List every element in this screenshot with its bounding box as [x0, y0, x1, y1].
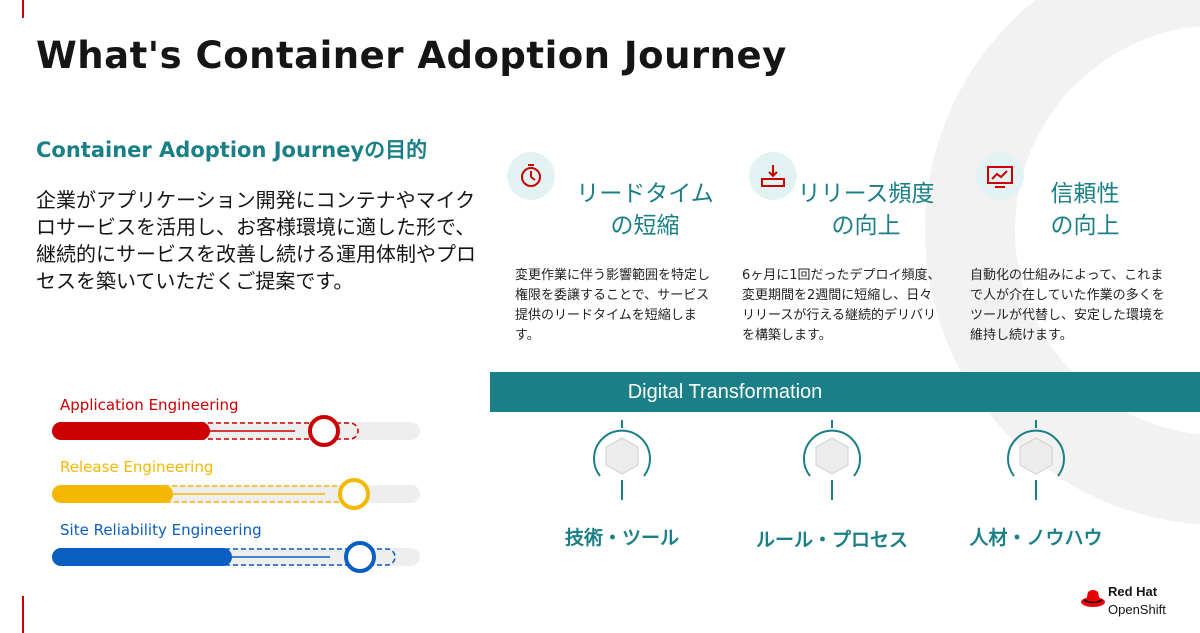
intro-paragraph: 企業がアプリケーション開発にコンテナやマイクロサービスを活用し、お客様環境に適し… — [36, 188, 476, 293]
progress-marker — [344, 541, 376, 573]
goal-reliability-description: 自動化の仕組みによって、これまで人が介在していた作業の多くをツールが代替し、安定… — [970, 268, 1166, 343]
redhat-hat-icon — [1081, 590, 1105, 607]
redhat-openshift-logo: Red Hat OpenShift — [1080, 583, 1180, 623]
pillar-people-icon — [1007, 420, 1065, 500]
edge-mark-bottom — [22, 596, 24, 633]
goal-title-line: リリース頻度 — [797, 181, 935, 207]
edge-mark-top — [22, 0, 24, 18]
progress-fill — [52, 422, 210, 440]
progress-marker — [308, 415, 340, 447]
goal-title-line: の短縮 — [610, 213, 680, 239]
goal-lead-time-description: 変更作業に伴う影響範囲を特定し権限を委譲することで、サービス提供のリードタイムを… — [515, 268, 711, 343]
goal-title-line: 信頼性 — [1050, 181, 1120, 207]
logo-product-text: OpenShift — [1108, 602, 1166, 617]
application-engineering-track — [52, 415, 420, 447]
goal-title-line: の向上 — [831, 213, 901, 239]
digital-transformation-label: Digital Transformation — [627, 381, 823, 403]
progress-dashed-outline — [184, 548, 396, 566]
goal-title-line: リードタイム — [576, 181, 714, 207]
slide-title: What's Container Adoption Journey — [36, 34, 787, 77]
pillar-technology-icon — [593, 420, 651, 500]
release-engineering-label: Release Engineering — [60, 458, 214, 476]
pillar-technology-label: 技術・ツール — [564, 527, 679, 549]
goal-title-line: の向上 — [1050, 213, 1120, 239]
goal-reliability-title: 信頼性 の向上 — [1040, 178, 1130, 242]
deploy-tray-icon — [749, 152, 797, 200]
pillar-process-icon — [803, 420, 861, 500]
slide-subtitle: Container Adoption Journeyの目的 — [36, 138, 428, 162]
application-engineering-label: Application Engineering — [60, 396, 239, 414]
goal-release-frequency-title: リリース頻度 の向上 — [796, 178, 936, 242]
stopwatch-icon — [507, 152, 555, 200]
progress-dashed-outline — [167, 422, 359, 440]
progress-marker — [338, 478, 370, 510]
logo-brand-text: Red Hat — [1108, 584, 1158, 599]
progress-fill — [52, 485, 173, 503]
site-reliability-engineering-label: Site Reliability Engineering — [60, 521, 262, 539]
background-arc-decoration — [925, 0, 1200, 525]
pillar-process-label: ルール・プロセス — [755, 529, 908, 551]
monitor-chart-icon — [976, 152, 1024, 200]
site-reliability-engineering-track — [52, 541, 420, 573]
release-engineering-track — [52, 478, 420, 510]
digital-transformation-banner — [490, 372, 1200, 412]
goal-release-frequency-description: 6ヶ月に1回だったデプロイ頻度、変更期間を2週間に短縮し、日々リリースが行える継… — [742, 268, 941, 343]
pillar-people-label: 人材・ノウハウ — [969, 527, 1103, 549]
goal-lead-time-title: リードタイム の短縮 — [570, 178, 720, 242]
